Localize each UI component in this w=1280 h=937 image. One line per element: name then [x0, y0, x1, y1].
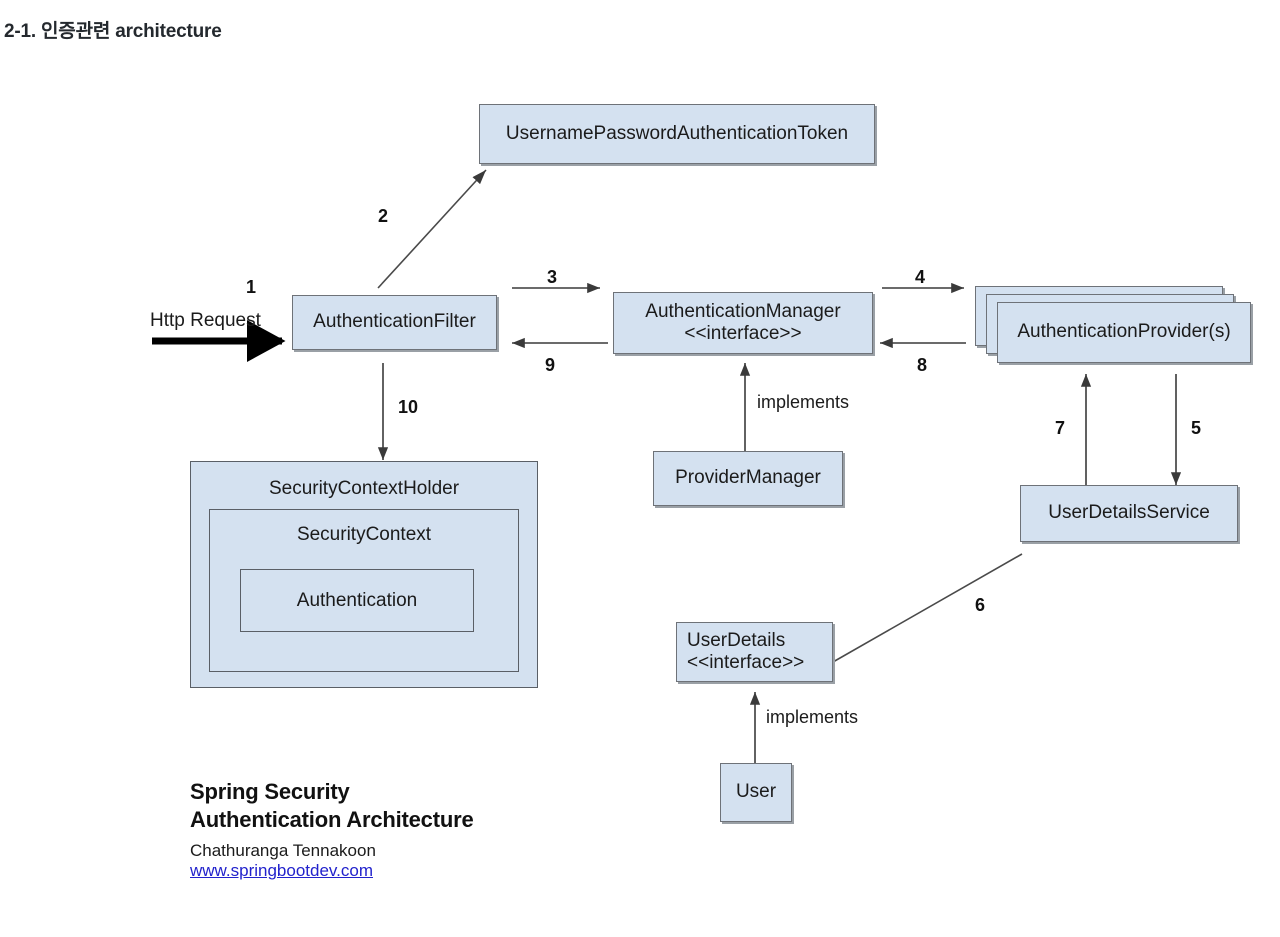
edge-label-implements-providermanager: implements — [757, 392, 850, 412]
edge-label-9: 9 — [545, 355, 556, 375]
edge-label-10: 10 — [398, 397, 419, 417]
node-user-details[interactable]: UserDetails <<interface>> — [676, 622, 833, 682]
node-label: UserDetailsService — [1048, 502, 1210, 524]
edge-label-2: 2 — [378, 206, 389, 226]
edge-label-8: 8 — [917, 355, 928, 375]
node-username-password-authentication-token[interactable]: UsernamePasswordAuthenticationToken — [479, 104, 875, 164]
node-label: UsernamePasswordAuthenticationToken — [505, 122, 849, 144]
page-title: 2-1. 인증관련 architecture — [4, 21, 222, 42]
node-label: AuthenticationFilter — [313, 311, 476, 333]
edge-label-4: 4 — [915, 267, 926, 287]
edge-label-7: 7 — [1055, 418, 1066, 438]
architecture-diagram: UsernamePasswordAuthenticationToken Http… — [0, 60, 1280, 937]
node-user-details-service[interactable]: UserDetailsService — [1020, 485, 1238, 542]
credit-block: Spring Security Authentication Architect… — [190, 778, 610, 881]
node-label: Authentication — [296, 589, 418, 611]
edge-label-6: 6 — [975, 595, 986, 615]
node-label: User — [735, 781, 777, 803]
node-authentication[interactable]: Authentication — [240, 569, 474, 632]
node-label: SecurityContextHolder — [268, 478, 460, 499]
node-label: ProviderManager — [675, 467, 821, 489]
node-provider-manager[interactable]: ProviderManager — [653, 451, 843, 506]
edge-6-userdetails-to-userdetailsservice — [832, 553, 1023, 663]
edge-label-3: 3 — [547, 267, 558, 287]
edge-2-filter-to-token — [377, 169, 487, 289]
edge-label-1: 1 — [246, 277, 257, 297]
edge-label-implements-user: implements — [766, 707, 859, 727]
edge-label-5: 5 — [1191, 418, 1202, 438]
credit-author: Chathuranga Tennakoon — [190, 841, 376, 860]
node-authentication-manager[interactable]: AuthenticationManager <<interface>> — [613, 292, 873, 354]
node-user[interactable]: User — [720, 763, 792, 822]
node-label: UserDetails <<interface>> — [687, 629, 805, 673]
credit-link[interactable]: www.springbootdev.com — [190, 861, 373, 880]
node-authentication-providers[interactable]: AuthenticationProvider(s) — [997, 302, 1251, 363]
node-label: AuthenticationManager <<interface>> — [645, 300, 841, 344]
http-request-label: Http Request — [150, 310, 261, 331]
node-authentication-filter[interactable]: AuthenticationFilter — [292, 295, 497, 350]
node-label: AuthenticationProvider(s) — [1017, 321, 1231, 343]
credit-title: Spring Security Authentication Architect… — [190, 779, 474, 832]
node-label: SecurityContext — [296, 524, 432, 545]
